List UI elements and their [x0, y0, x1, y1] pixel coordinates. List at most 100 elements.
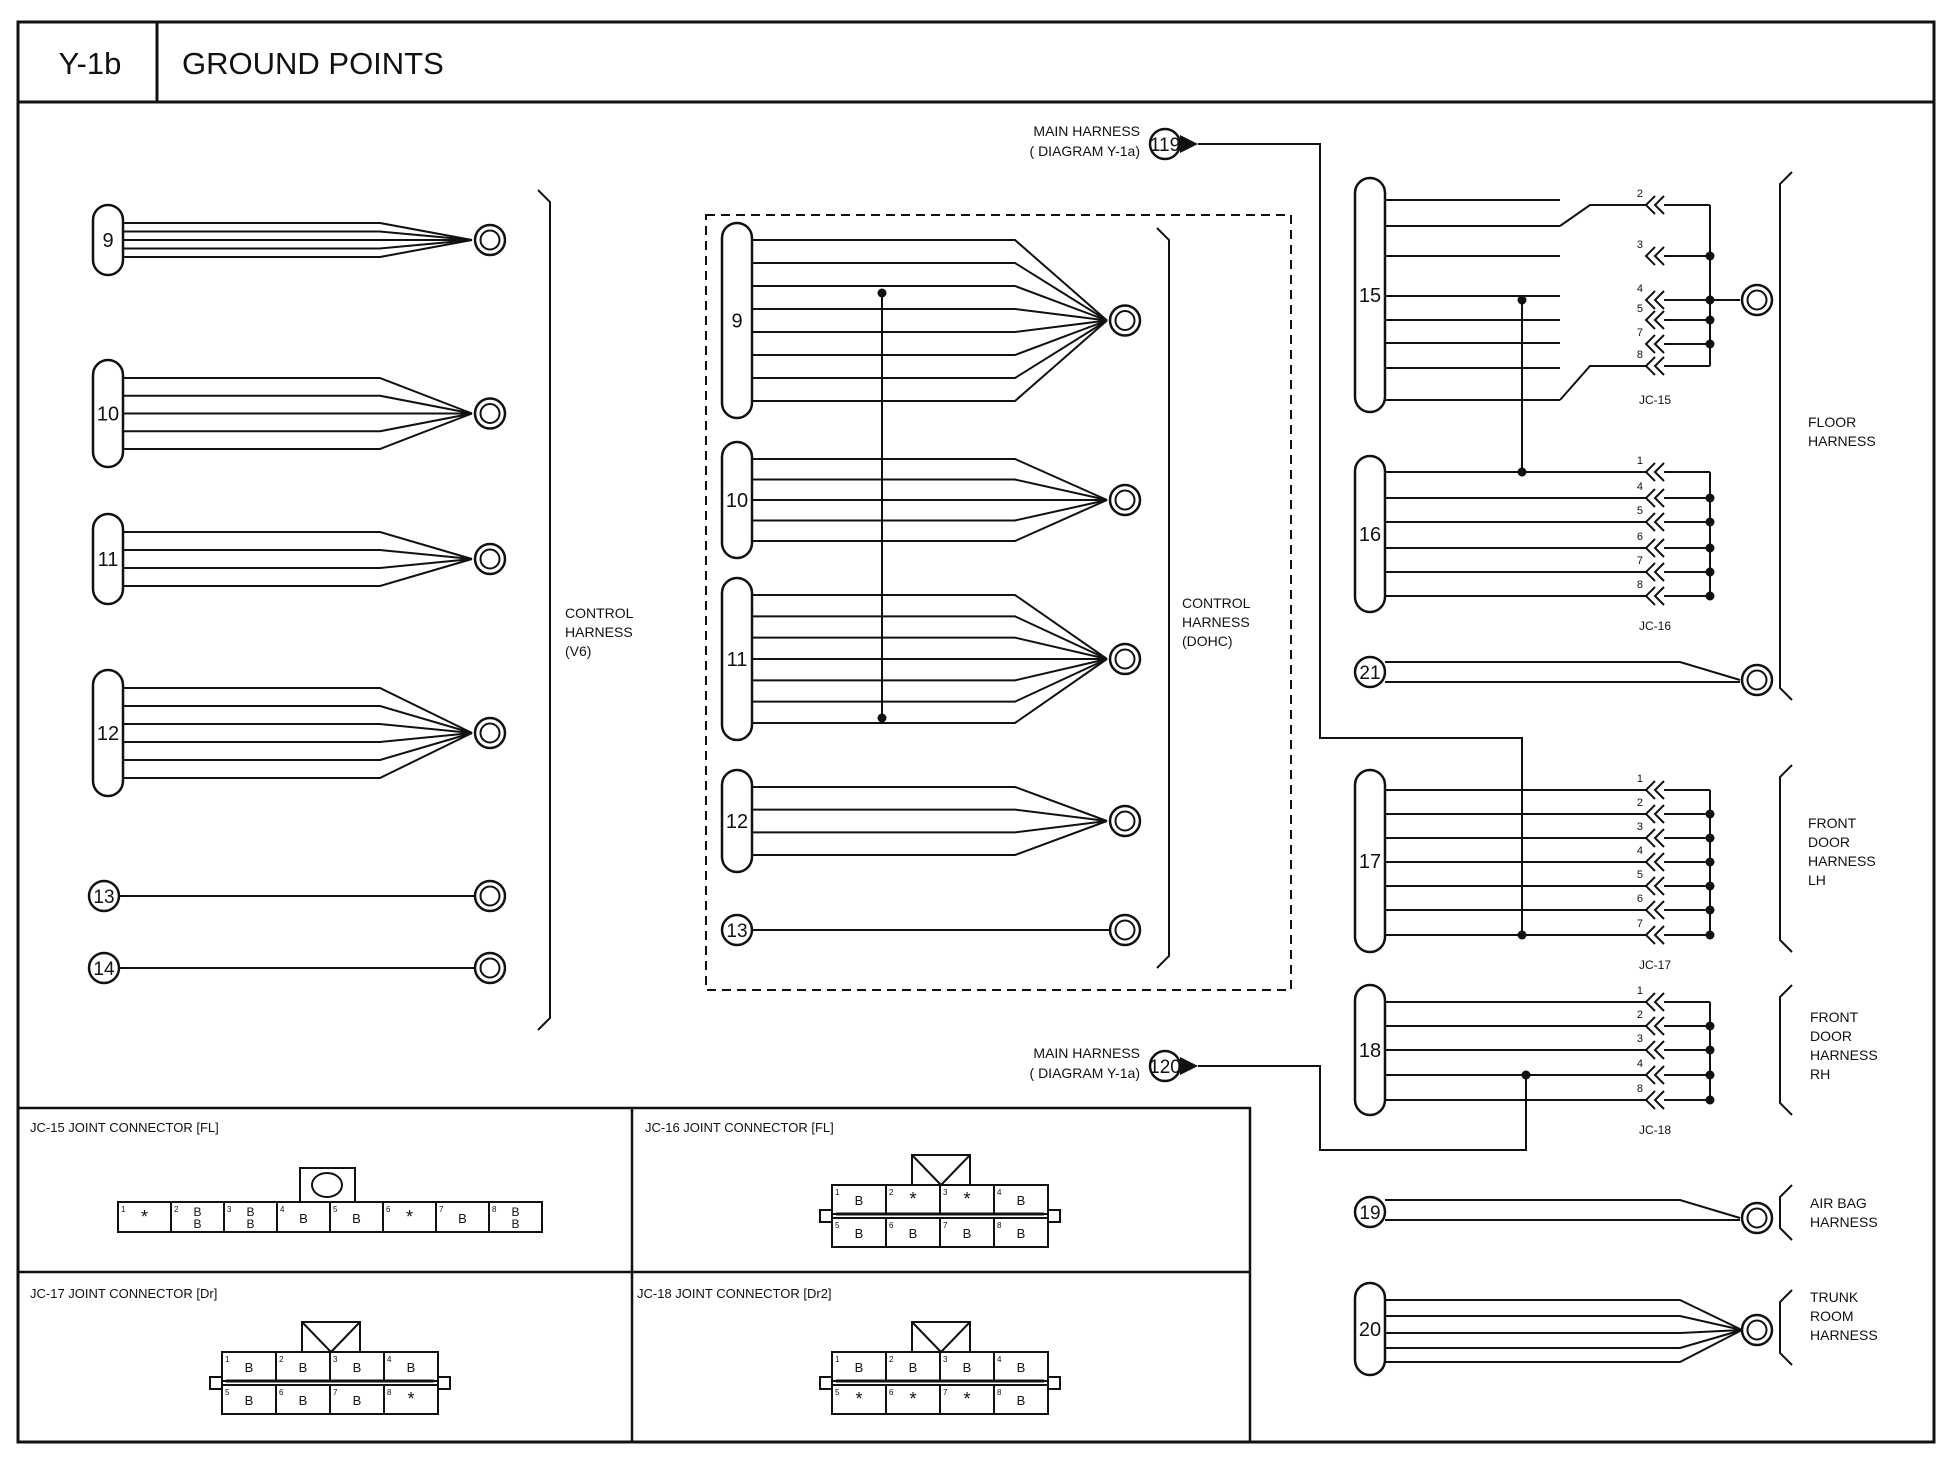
joint-pin-icon: [1644, 538, 1656, 558]
cell-wire-color: *: [406, 1207, 413, 1227]
wire: [1385, 1315, 1743, 1331]
cell-wire-color: B: [352, 1211, 361, 1226]
ground-point-inner-icon: [1114, 919, 1136, 941]
cell-pin-number: 8: [997, 1221, 1002, 1230]
wire: [752, 658, 1108, 703]
right-connector-19: [1353, 1195, 1387, 1229]
cell-pin-number: 5: [835, 1388, 840, 1397]
main-harness-119-wire: [1198, 143, 1523, 935]
cell-wire-color: B: [245, 1393, 254, 1408]
harness-bracket: [1779, 1184, 1793, 1241]
pin-number: 7: [1637, 327, 1643, 339]
joint-connector-frame: [16, 1106, 1252, 1444]
floor-harness-label: HARNESS: [1808, 433, 1876, 449]
jc18-cell: [993, 1384, 1049, 1415]
jc18-cell: [993, 1351, 1049, 1382]
cell-pin-number: 7: [439, 1205, 444, 1214]
cell-pin-number: 8: [492, 1205, 497, 1214]
cell-pin-number: 3: [943, 1355, 948, 1364]
joint-pin-icon: [1653, 828, 1665, 848]
main-harness-label: ( DIAGRAM Y-1a): [1030, 1065, 1140, 1081]
connector-number: 16: [1359, 524, 1381, 546]
joint-pin-icon: [1653, 1065, 1665, 1085]
joint-connector-title: JC-17 JOINT CONNECTOR [Dr]: [30, 1286, 217, 1301]
wire: [752, 820, 1108, 834]
pin-number: 4: [1637, 481, 1643, 493]
dohc-connector-12: [720, 768, 754, 874]
ground-point-inner-icon: [1746, 1319, 1768, 1341]
joint-pin-icon: [1644, 246, 1656, 266]
cell-wire-color: B: [511, 1217, 519, 1231]
junction-dot: [877, 713, 887, 723]
cell-wire-color: B: [855, 1360, 864, 1375]
joint-pin-icon: [1644, 290, 1656, 310]
front-door-rh-label: FRONT: [1810, 1009, 1859, 1025]
jc17-tab-left: [209, 1376, 223, 1390]
wire: [752, 319, 1108, 356]
pin-number: 3: [1637, 239, 1643, 251]
dohc-connector-9: [720, 221, 754, 420]
harness-bracket: [537, 189, 551, 1031]
joint-pin-icon: [1653, 195, 1665, 215]
joint-pin-icon: [1653, 310, 1665, 330]
connector-number: 12: [726, 811, 748, 833]
joint-pin-icon: [1644, 992, 1656, 1012]
cell-pin-number: 5: [225, 1388, 230, 1397]
joint-pin-icon: [1653, 992, 1665, 1012]
jc-label: JC-18: [1639, 1123, 1671, 1137]
cell-wire-color: *: [963, 1389, 970, 1409]
main-harness-120-wire: [1198, 1065, 1527, 1151]
pin-number: 5: [1637, 869, 1643, 881]
jc16-tab-left: [819, 1209, 833, 1223]
connector-number: 9: [102, 230, 113, 252]
pin-number: 7: [1637, 918, 1643, 930]
cell-wire-color: B: [246, 1217, 254, 1231]
cell-pin-number: 2: [279, 1355, 284, 1364]
jc16-latch: [911, 1154, 971, 1187]
cell-wire-color: B: [193, 1217, 201, 1231]
wire: [123, 239, 473, 258]
dohc-ground-point-icon: [1108, 483, 1142, 517]
cell-pin-number: 2: [174, 1205, 179, 1214]
dohc-ground-point-icon: [1108, 304, 1142, 337]
cell-pin-number: 8: [997, 1388, 1002, 1397]
cell-pin-number: 6: [889, 1221, 894, 1230]
joint-pin-icon: [1644, 586, 1656, 606]
airbag-harness-label: AIR BAG: [1810, 1195, 1867, 1211]
joint-pin-icon: [1644, 356, 1656, 376]
cell-wire-color: B: [963, 1360, 972, 1375]
cell-pin-number: 6: [889, 1388, 894, 1397]
wire: [1385, 1329, 1743, 1363]
wire: [1385, 1329, 1743, 1334]
joint-pin-icon: [1644, 876, 1656, 896]
cell-pin-number: 5: [835, 1221, 840, 1230]
front-door-rh-label: HARNESS: [1810, 1047, 1878, 1063]
wire: [1385, 1329, 1743, 1349]
jc-label: JC-17: [1639, 958, 1671, 972]
joint-pin-icon: [1644, 804, 1656, 824]
joint-pin-icon: [1653, 356, 1665, 376]
joint-connector-title: JC-15 JOINT CONNECTOR [FL]: [30, 1120, 219, 1135]
wire: [752, 499, 1108, 522]
joint-pin-icon: [1653, 925, 1665, 945]
pin-number: 8: [1637, 349, 1643, 361]
wire: [123, 239, 473, 250]
pin-number: 1: [1637, 773, 1643, 785]
joint-pin-icon: [1653, 1040, 1665, 1060]
wire: [752, 820, 1108, 856]
jc17-cell: [383, 1351, 439, 1382]
cell-pin-number: 3: [227, 1205, 232, 1214]
joint-pin-icon: [1644, 1090, 1656, 1110]
airbag-ground-point-icon: [1740, 1201, 1774, 1235]
cell-wire-color: *: [141, 1207, 148, 1227]
joint-pin-icon: [1644, 780, 1656, 800]
v6-harness-label: CONTROL: [565, 605, 634, 621]
dohc-harness-label: (DOHC): [1182, 633, 1233, 649]
v6-ground-point-icon: [473, 223, 507, 257]
cell-wire-color: B: [963, 1226, 972, 1241]
cell-pin-number: 1: [835, 1188, 840, 1197]
cell-wire-color: B: [909, 1226, 918, 1241]
jc16-cell: [993, 1217, 1049, 1248]
cell-pin-number: 2: [889, 1355, 894, 1364]
cell-wire-color: B: [458, 1211, 467, 1226]
